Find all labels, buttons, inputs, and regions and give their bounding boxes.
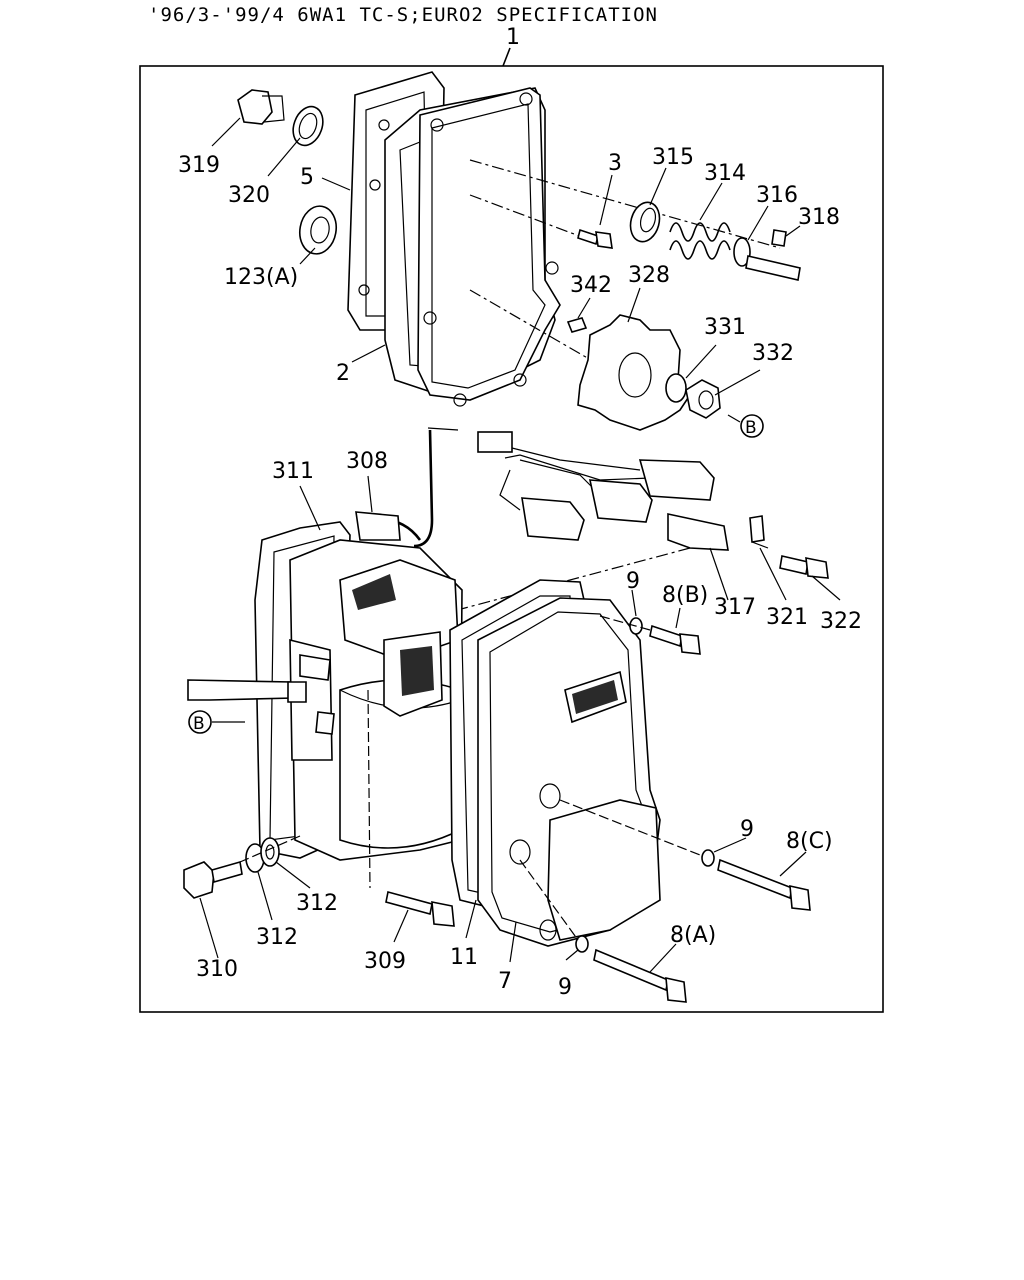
- label-316: 316: [756, 183, 798, 208]
- diagram-frame: [139, 65, 884, 1013]
- label-319: 319: [178, 153, 220, 178]
- washer-320: [292, 105, 324, 147]
- label-320: 320: [228, 183, 270, 208]
- label-9-mid: 9: [740, 817, 754, 842]
- label-310: 310: [196, 957, 238, 982]
- nut-332: [685, 379, 721, 419]
- spring-314: [669, 222, 731, 260]
- label-312-left: 312: [256, 925, 298, 950]
- connector-a: [638, 459, 715, 501]
- plug-319: [237, 89, 285, 125]
- bolt-3: [577, 228, 613, 249]
- label-b-upper: B: [745, 418, 757, 438]
- rotor-328: [577, 314, 691, 431]
- label-312-right: 312: [296, 891, 338, 916]
- axis-line-bolt3: [469, 194, 591, 241]
- label-8b: 8(B): [662, 583, 708, 608]
- bolt-8b: [649, 624, 701, 655]
- clip-321: [749, 515, 769, 549]
- label-2: 2: [336, 361, 350, 386]
- label-1: 1: [506, 25, 520, 50]
- connector-b: [588, 479, 653, 523]
- label-3: 3: [608, 151, 622, 176]
- wire-harness: [477, 431, 651, 511]
- bolt-8a: [593, 948, 687, 1003]
- leader-lines: [199, 117, 841, 973]
- label-123a: 123(A): [224, 265, 298, 290]
- label-311: 311: [272, 459, 314, 484]
- label-9-bottom: 9: [558, 975, 572, 1000]
- label-331: 331: [704, 315, 746, 340]
- label-b-lower: B: [193, 714, 205, 734]
- key-342: [566, 317, 588, 333]
- label-7: 7: [498, 969, 512, 994]
- label-8c: 8(C): [786, 829, 833, 854]
- label-308: 308: [346, 449, 388, 474]
- control-module: [339, 559, 459, 717]
- elbow-308: [355, 511, 422, 541]
- bolt-322: [779, 555, 829, 579]
- label-321: 321: [766, 605, 808, 630]
- label-317: 317: [714, 595, 756, 620]
- ref-b-circle-lower: [188, 710, 212, 734]
- axis-line-8b: [599, 615, 651, 631]
- axis-line-8c: [559, 799, 701, 856]
- cap-315: [629, 201, 661, 243]
- clip-9-mid: [701, 849, 715, 867]
- leader-line-1: [502, 47, 511, 67]
- bracket-317: [667, 513, 729, 551]
- axis-line-310: [239, 835, 301, 863]
- label-328: 328: [628, 263, 670, 288]
- cover-7: [477, 597, 661, 947]
- ref-b-circle-upper: [740, 414, 764, 438]
- label-332: 332: [752, 341, 794, 366]
- bracket-b-arm: [187, 638, 335, 761]
- axis-line-8a: [519, 859, 579, 941]
- label-318: 318: [798, 205, 840, 230]
- bolt-310: [183, 860, 243, 899]
- lever-316: [733, 237, 801, 281]
- label-5: 5: [300, 165, 314, 190]
- harness-tube: [413, 427, 459, 548]
- axis-line-309: [367, 689, 371, 889]
- label-11: 11: [450, 945, 478, 970]
- label-315: 315: [652, 145, 694, 170]
- label-9-top: 9: [626, 569, 640, 594]
- bolt-8c: [717, 858, 811, 911]
- axis-line-upper: [469, 159, 781, 249]
- axis-line-rotor: [469, 289, 661, 401]
- label-342: 342: [570, 273, 612, 298]
- washer-312b: [260, 837, 280, 867]
- seal-123a: [298, 205, 338, 255]
- label-8a: 8(A): [670, 923, 716, 948]
- label-309: 309: [364, 949, 406, 974]
- label-314: 314: [704, 161, 746, 186]
- washer-331: [665, 373, 687, 403]
- screw-309: [385, 891, 455, 927]
- clip-9-bottom: [575, 935, 589, 953]
- screw-318: [771, 229, 787, 247]
- page-title: '96/3-'99/4 6WA1 TC-S;EURO2 SPECIFICATIO…: [148, 4, 658, 26]
- label-322: 322: [820, 609, 862, 634]
- connector-c: [521, 497, 585, 541]
